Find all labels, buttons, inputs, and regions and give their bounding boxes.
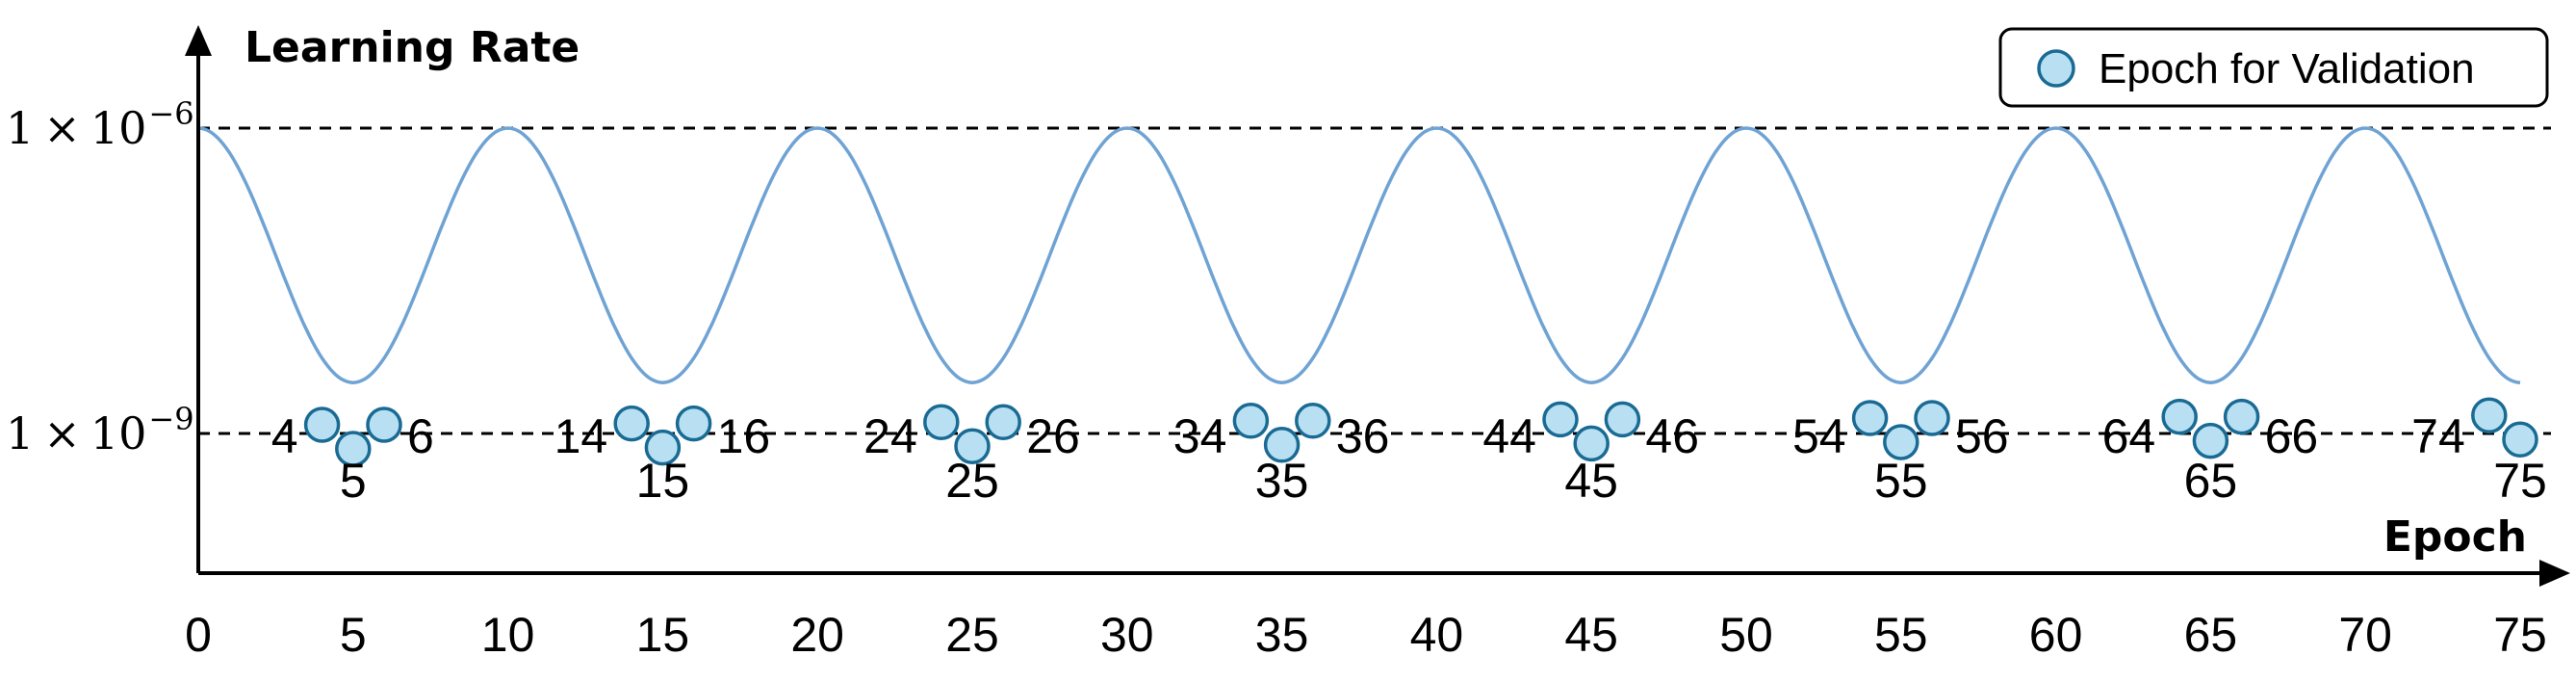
- validation-point-64: [2161, 398, 2198, 435]
- x-tick-30: 30: [1100, 608, 1154, 662]
- validation-point-15: [644, 429, 682, 466]
- x-axis-arrow: [2539, 560, 2570, 587]
- lr-line: [197, 126, 2521, 384]
- validation-point-74: [2471, 397, 2508, 433]
- validation-point-66: [2223, 398, 2260, 435]
- point-label-35: 35: [1255, 454, 1309, 508]
- point-label-14: 14: [554, 409, 608, 463]
- x-axis-title: Epoch: [2383, 512, 2527, 562]
- legend: Epoch for Validation: [1998, 27, 2549, 108]
- validation-point-34: [1232, 403, 1270, 439]
- validation-point-26: [985, 404, 1021, 440]
- validation-point-36: [1295, 403, 1331, 439]
- validation-point-5: [335, 431, 372, 467]
- point-label-74: 74: [2411, 409, 2465, 463]
- point-label-64: 64: [2102, 409, 2156, 463]
- x-tick-35: 35: [1255, 608, 1309, 662]
- x-tick-20: 20: [790, 608, 844, 662]
- learning-rate-curve: [197, 126, 2521, 384]
- validation-point-16: [675, 405, 712, 442]
- validation-point-75: [2502, 421, 2538, 458]
- x-tick-5: 5: [340, 608, 367, 662]
- point-label-24: 24: [863, 409, 917, 463]
- point-label-46: 46: [1645, 409, 1699, 463]
- y-tick-1: 1×10−9: [6, 401, 194, 459]
- point-label-56: 56: [1955, 409, 2009, 463]
- y-axis-title: Learning Rate: [245, 23, 580, 72]
- point-label-75: 75: [2493, 454, 2547, 508]
- x-tick-10: 10: [481, 608, 535, 662]
- validation-point-56: [1914, 400, 1950, 436]
- validation-point-55: [1883, 424, 1919, 460]
- x-tick-0: 0: [185, 608, 212, 662]
- x-tick-70: 70: [2338, 608, 2392, 662]
- point-label-36: 36: [1336, 409, 1390, 463]
- y-tick-labels: 1×10−6 1×10−9: [6, 95, 194, 459]
- x-tick-45: 45: [1564, 608, 1618, 662]
- x-tick-60: 60: [2029, 608, 2083, 662]
- validation-point-6: [366, 407, 402, 443]
- validation-point-46: [1604, 401, 1641, 438]
- legend-label: Epoch for Validation: [2099, 45, 2475, 92]
- point-label-15: 15: [636, 454, 690, 508]
- point-label-6: 6: [407, 409, 434, 463]
- point-label-16: 16: [717, 409, 771, 463]
- grid-lines: [198, 126, 2551, 435]
- point-label-4: 4: [271, 409, 298, 463]
- validation-point-54: [1851, 400, 1889, 436]
- point-label-5: 5: [340, 454, 367, 508]
- validation-point-65: [2192, 422, 2229, 459]
- point-label-26: 26: [1026, 409, 1080, 463]
- validation-point-24: [923, 404, 960, 440]
- point-label-34: 34: [1173, 409, 1227, 463]
- x-tick-labels: 0 5 10 15 20 25 30 35 40 45 50 55 60 65 70 75: [185, 608, 2547, 662]
- validation-points: [303, 397, 2538, 467]
- validation-point-14: [613, 405, 650, 442]
- validation-point-35: [1263, 427, 1301, 463]
- x-tick-55: 55: [1874, 608, 1928, 662]
- axes: [185, 25, 2570, 587]
- x-tick-50: 50: [1719, 608, 1773, 662]
- point-label-66: 66: [2265, 409, 2319, 463]
- point-label-45: 45: [1564, 454, 1618, 508]
- legend-marker: [2037, 49, 2075, 88]
- validation-point-44: [1542, 401, 1579, 438]
- validation-point-45: [1573, 425, 1610, 462]
- point-label-25: 25: [945, 454, 999, 508]
- point-label-44: 44: [1482, 409, 1536, 463]
- point-label-54: 54: [1792, 409, 1846, 463]
- x-tick-15: 15: [636, 608, 690, 662]
- y-axis-arrow: [185, 25, 212, 56]
- x-tick-75: 75: [2493, 608, 2547, 662]
- legend-box: [1998, 27, 2549, 108]
- x-tick-65: 65: [2184, 608, 2238, 662]
- point-label-55: 55: [1874, 454, 1928, 508]
- x-tick-25: 25: [945, 608, 999, 662]
- point-label-65: 65: [2184, 454, 2238, 508]
- validation-point-25: [954, 428, 991, 464]
- x-tick-40: 40: [1410, 608, 1464, 662]
- validation-point-4: [303, 407, 341, 443]
- y-tick-0: 1×10−6: [6, 95, 194, 154]
